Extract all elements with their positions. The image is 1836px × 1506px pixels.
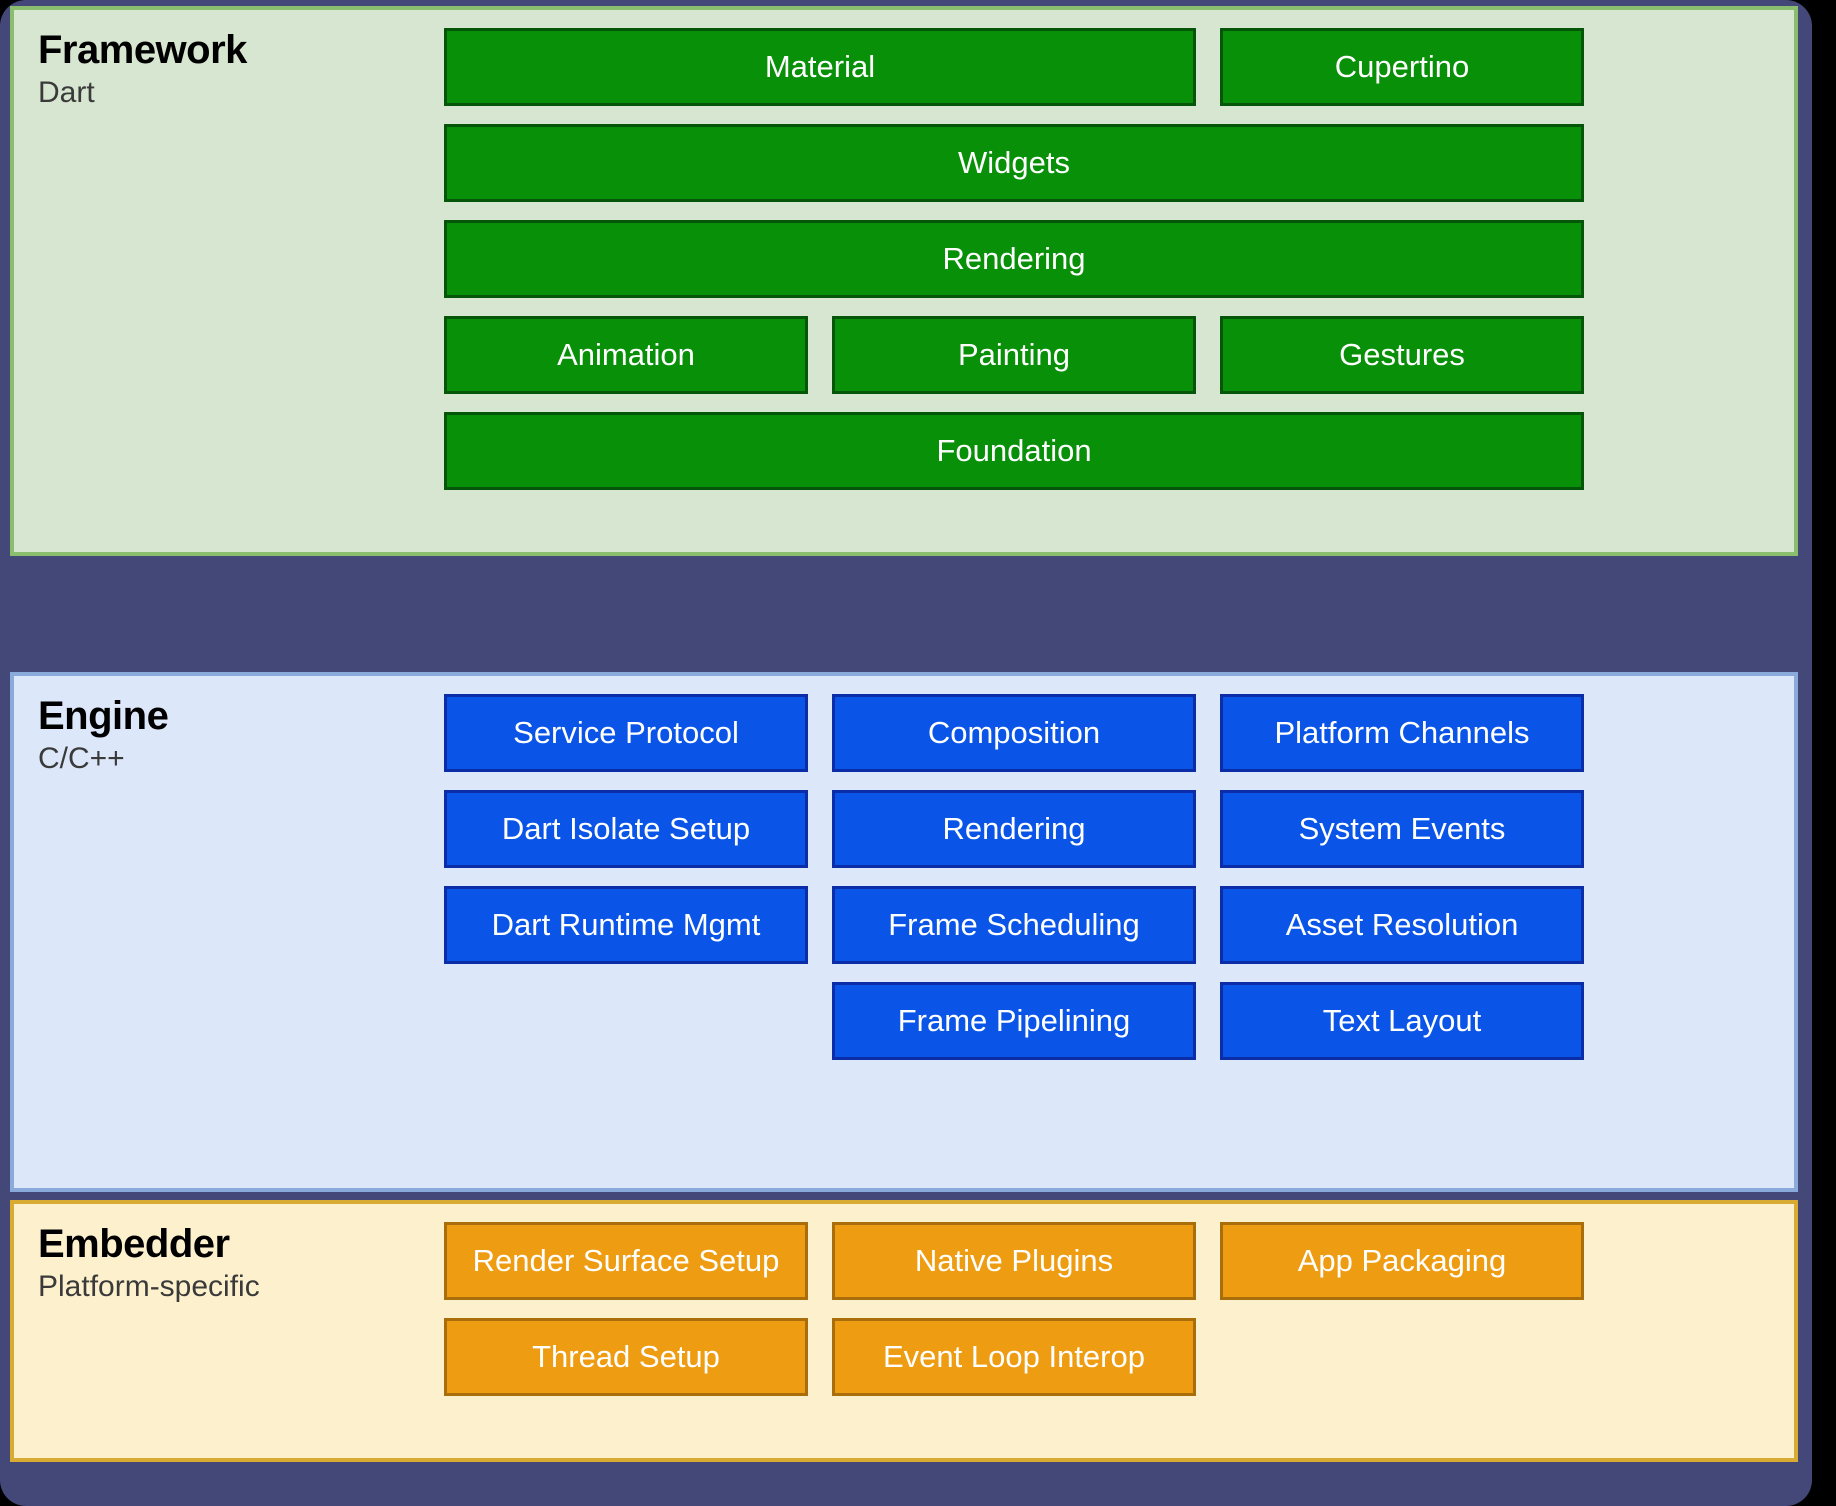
- module-box[interactable]: Animation: [444, 316, 808, 394]
- layer-embedder-subtitle: Platform-specific: [38, 1270, 260, 1303]
- module-box[interactable]: Dart Isolate Setup: [444, 790, 808, 868]
- layer-engine-boxes: Service Protocol Composition Platform Chan…: [444, 676, 1794, 1078]
- box-row: Thread Setup Event Loop Interop: [444, 1318, 1780, 1396]
- layer-engine-titles: Engine C/C++: [14, 676, 444, 778]
- box-row: Material Cupertino: [444, 28, 1780, 106]
- module-box[interactable]: Native Plugins: [832, 1222, 1196, 1300]
- module-box[interactable]: Render Surface Setup: [444, 1222, 808, 1300]
- module-box[interactable]: Widgets: [444, 124, 1584, 202]
- layer-embedder: Embedder Platform-specific Render Surfac…: [10, 1200, 1798, 1462]
- box-row: Render Surface Setup Native Plugins App Pa…: [444, 1222, 1780, 1300]
- module-box[interactable]: Frame Scheduling: [832, 886, 1196, 964]
- box-row: Frame Pipelining Text Layout: [444, 982, 1780, 1060]
- module-box[interactable]: Material: [444, 28, 1196, 106]
- module-box[interactable]: Dart Runtime Mgmt: [444, 886, 808, 964]
- layer-embedder-boxes: Render Surface Setup Native Plugins App Pa…: [444, 1204, 1794, 1414]
- layer-embedder-title: Embedder: [38, 1222, 230, 1266]
- module-box[interactable]: System Events: [1220, 790, 1584, 868]
- module-box[interactable]: Frame Pipelining: [832, 982, 1196, 1060]
- module-box[interactable]: Asset Resolution: [1220, 886, 1584, 964]
- layer-embedder-titles: Embedder Platform-specific: [14, 1204, 444, 1306]
- module-box[interactable]: Service Protocol: [444, 694, 808, 772]
- box-row: Foundation: [444, 412, 1780, 490]
- layer-engine-title: Engine: [38, 694, 169, 738]
- box-row: Service Protocol Composition Platform Chan…: [444, 694, 1780, 772]
- layer-engine-subtitle: C/C++: [38, 742, 125, 775]
- box-row: Rendering: [444, 220, 1780, 298]
- module-box[interactable]: App Packaging: [1220, 1222, 1584, 1300]
- module-box[interactable]: Event Loop Interop: [832, 1318, 1196, 1396]
- module-box[interactable]: Foundation: [444, 412, 1584, 490]
- box-row: Dart Runtime Mgmt Frame Scheduling Asset R…: [444, 886, 1780, 964]
- layer-framework-title: Framework: [38, 28, 247, 72]
- module-box[interactable]: Text Layout: [1220, 982, 1584, 1060]
- module-box[interactable]: Composition: [832, 694, 1196, 772]
- module-box[interactable]: Cupertino: [1220, 28, 1584, 106]
- box-row: Animation Painting Gestures: [444, 316, 1780, 394]
- module-box[interactable]: Rendering: [444, 220, 1584, 298]
- layer-framework-subtitle: Dart: [38, 76, 95, 109]
- module-box[interactable]: Painting: [832, 316, 1196, 394]
- module-box[interactable]: Gestures: [1220, 316, 1584, 394]
- module-box[interactable]: Platform Channels: [1220, 694, 1584, 772]
- module-box[interactable]: Rendering: [832, 790, 1196, 868]
- module-box[interactable]: Thread Setup: [444, 1318, 808, 1396]
- box-row: Dart Isolate Setup Rendering System Events: [444, 790, 1780, 868]
- layer-framework-titles: Framework Dart: [14, 10, 444, 112]
- box-row: Widgets: [444, 124, 1780, 202]
- layer-engine: Engine C/C++ Service Protocol Composition…: [10, 672, 1798, 1192]
